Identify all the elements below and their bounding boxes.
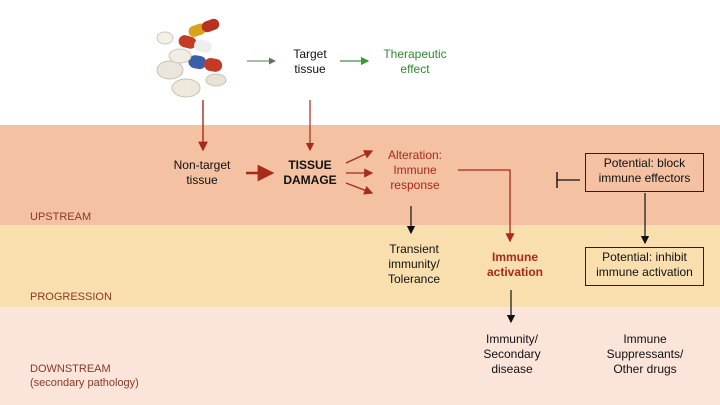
arrow-alteration-activation [458,169,515,243]
upstream-band [0,125,720,225]
downstream-band [0,307,720,405]
pills-illustration [156,18,227,98]
arrow-damage-alteration-1 [345,150,374,164]
progression-label: PROGRESSION [30,291,112,303]
upstream-label: UPSTREAM [30,211,92,223]
arrow-damage-alteration-3 [345,182,374,195]
progression-band [0,225,720,307]
downstream-label: DOWNSTREAM (secondary pathology) [30,363,139,389]
